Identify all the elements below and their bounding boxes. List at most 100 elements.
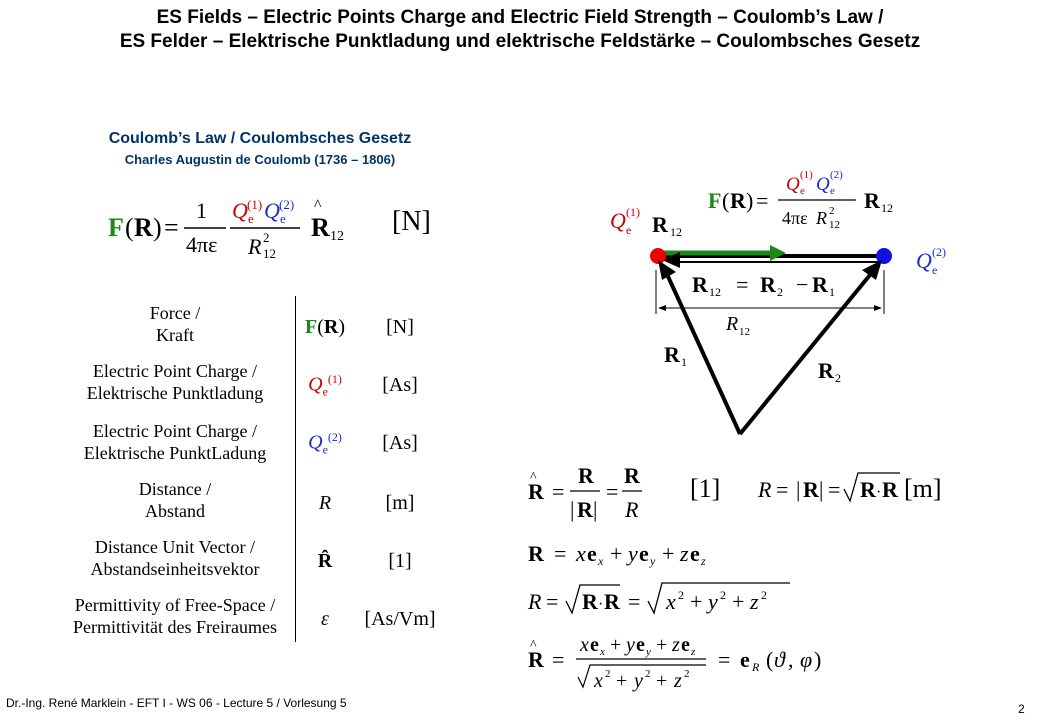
svg-text:R: R bbox=[604, 589, 621, 614]
svg-text:R: R bbox=[692, 272, 709, 297]
svg-text:=: = bbox=[628, 589, 640, 614]
svg-text:=: = bbox=[756, 188, 768, 213]
svg-text:|: | bbox=[819, 477, 823, 502]
svg-text:+: + bbox=[662, 541, 674, 566]
svg-text:=: = bbox=[552, 647, 564, 672]
svg-text:2: 2 bbox=[777, 285, 783, 299]
coulomb-formula: F ( R ) = 1 4πε Q e (1) Q e (2) R 12 2 R… bbox=[108, 196, 368, 266]
svg-text:R: R bbox=[624, 497, 639, 522]
coulomb-formula-graphic: F ( R ) = 1 4πε Q e (1) Q e (2) R 12 2 R… bbox=[108, 197, 344, 261]
svg-text:R: R bbox=[757, 477, 772, 502]
svg-text:e: e bbox=[280, 211, 286, 226]
unit-permittivity: [As/Vm] bbox=[364, 608, 436, 630]
unit-force: [N] bbox=[386, 316, 414, 338]
svg-text:R: R bbox=[528, 479, 545, 504]
svg-text:e: e bbox=[587, 541, 597, 566]
unit-charge-2: [As] bbox=[382, 432, 418, 454]
svg-text:2: 2 bbox=[835, 371, 841, 385]
unit-distance: [m] bbox=[385, 492, 415, 514]
svg-text:): ) bbox=[746, 188, 753, 213]
svg-text:R: R bbox=[577, 497, 594, 522]
symbol-charge-1: Qe(1) bbox=[308, 372, 342, 399]
table-label-distance: Distance /Abstand bbox=[138, 479, 212, 521]
svg-text:12: 12 bbox=[263, 246, 276, 261]
svg-text:·: · bbox=[876, 484, 881, 501]
svg-text:e: e bbox=[800, 185, 805, 197]
magnitude-unit: [m] bbox=[904, 474, 942, 503]
table-label-permittivity: Permittivity of Free-Space /Permittivitä… bbox=[73, 595, 277, 637]
svg-text:Q: Q bbox=[264, 198, 280, 223]
footer-credit: Dr.-Ing. René Marklein - EFT I - WS 06 -… bbox=[6, 696, 347, 710]
svg-text:,: , bbox=[788, 647, 794, 672]
table-label-unit-vector: Distance Unit Vector /Abstandseinheitsve… bbox=[90, 537, 260, 579]
symbol-force: F(R) bbox=[304, 316, 345, 338]
charge-1-dot bbox=[650, 248, 666, 264]
svg-text:R: R bbox=[624, 463, 641, 488]
svg-text:(2): (2) bbox=[279, 197, 294, 212]
svg-text:2: 2 bbox=[720, 588, 726, 602]
svg-text:Q: Q bbox=[786, 174, 800, 195]
svg-text:R: R bbox=[134, 213, 153, 242]
svg-text:=: = bbox=[164, 213, 179, 242]
svg-text:=: = bbox=[828, 477, 840, 502]
svg-text:R: R bbox=[664, 342, 681, 367]
svg-text:φ: φ bbox=[800, 647, 812, 672]
svg-text:=: = bbox=[776, 477, 788, 502]
svg-text:R: R bbox=[730, 188, 747, 213]
svg-text:R: R bbox=[864, 188, 881, 213]
svg-text:R: R bbox=[578, 463, 595, 488]
charge-geometry-diagram: F ( R ) = Q e (1) Q e (2) 4πε R 12 2 R 1… bbox=[610, 169, 946, 436]
symbol-permittivity: ε bbox=[321, 608, 329, 630]
svg-text:1: 1 bbox=[829, 285, 835, 299]
svg-text:(1): (1) bbox=[800, 169, 813, 181]
table-label-charge-1: Electric Point Charge /Elektrische Punkt… bbox=[86, 361, 264, 403]
svg-text:2: 2 bbox=[761, 588, 767, 602]
svg-text:+: + bbox=[690, 589, 702, 614]
svg-text:2: 2 bbox=[678, 588, 684, 602]
svg-text:x: x bbox=[599, 646, 605, 658]
table-divider bbox=[295, 296, 296, 642]
svg-text:F: F bbox=[708, 188, 721, 213]
symbol-charge-2: Qe(2) bbox=[308, 430, 342, 457]
svg-text:e: e bbox=[248, 211, 254, 226]
svg-text:R: R bbox=[760, 272, 777, 297]
svg-text:R: R bbox=[528, 647, 545, 672]
svg-text:12: 12 bbox=[670, 225, 682, 239]
unit-unit-vector: [1] bbox=[388, 550, 412, 572]
svg-text:=: = bbox=[718, 647, 730, 672]
svg-text:^: ^ bbox=[530, 470, 537, 485]
svg-text:R: R bbox=[528, 541, 545, 566]
svg-text:+: + bbox=[656, 670, 667, 692]
svg-text:y: y bbox=[706, 589, 718, 614]
svg-text:=: = bbox=[552, 479, 564, 504]
svg-text:Q: Q bbox=[610, 208, 626, 233]
svg-text:+: + bbox=[656, 634, 667, 656]
svg-text:(2): (2) bbox=[932, 245, 946, 259]
svg-text:R: R bbox=[818, 358, 835, 383]
slide-title-line-1: ES Fields – Electric Points Charge and E… bbox=[156, 7, 884, 28]
svg-text:−: − bbox=[796, 272, 808, 297]
svg-text:x: x bbox=[665, 589, 676, 614]
svg-text:+: + bbox=[610, 634, 621, 656]
svg-text:z: z bbox=[690, 646, 696, 658]
svg-text:2: 2 bbox=[605, 668, 611, 680]
svg-text:): ) bbox=[814, 647, 821, 672]
svg-text:x: x bbox=[597, 554, 604, 568]
force-formula-right: F ( R ) = Q e (1) Q e (2) 4πε R 12 2 R 1… bbox=[708, 169, 893, 231]
svg-text:2: 2 bbox=[263, 230, 270, 245]
svg-text:1: 1 bbox=[681, 355, 687, 369]
svg-text:z: z bbox=[679, 541, 689, 566]
svg-text:R: R bbox=[815, 208, 827, 228]
charge-2-dot bbox=[876, 248, 892, 264]
svg-text:=: = bbox=[554, 541, 566, 566]
svg-text:2: 2 bbox=[829, 205, 835, 217]
svg-text:(: ( bbox=[125, 213, 134, 242]
svg-text:e: e bbox=[681, 634, 690, 656]
symbol-distance: R bbox=[318, 492, 332, 514]
svg-text:|: | bbox=[570, 497, 574, 522]
svg-text:y: y bbox=[624, 634, 635, 656]
svg-text:·: · bbox=[598, 596, 603, 613]
svg-text:e: e bbox=[740, 647, 750, 672]
svg-text:(: ( bbox=[722, 188, 729, 213]
svg-text:F: F bbox=[108, 213, 124, 242]
